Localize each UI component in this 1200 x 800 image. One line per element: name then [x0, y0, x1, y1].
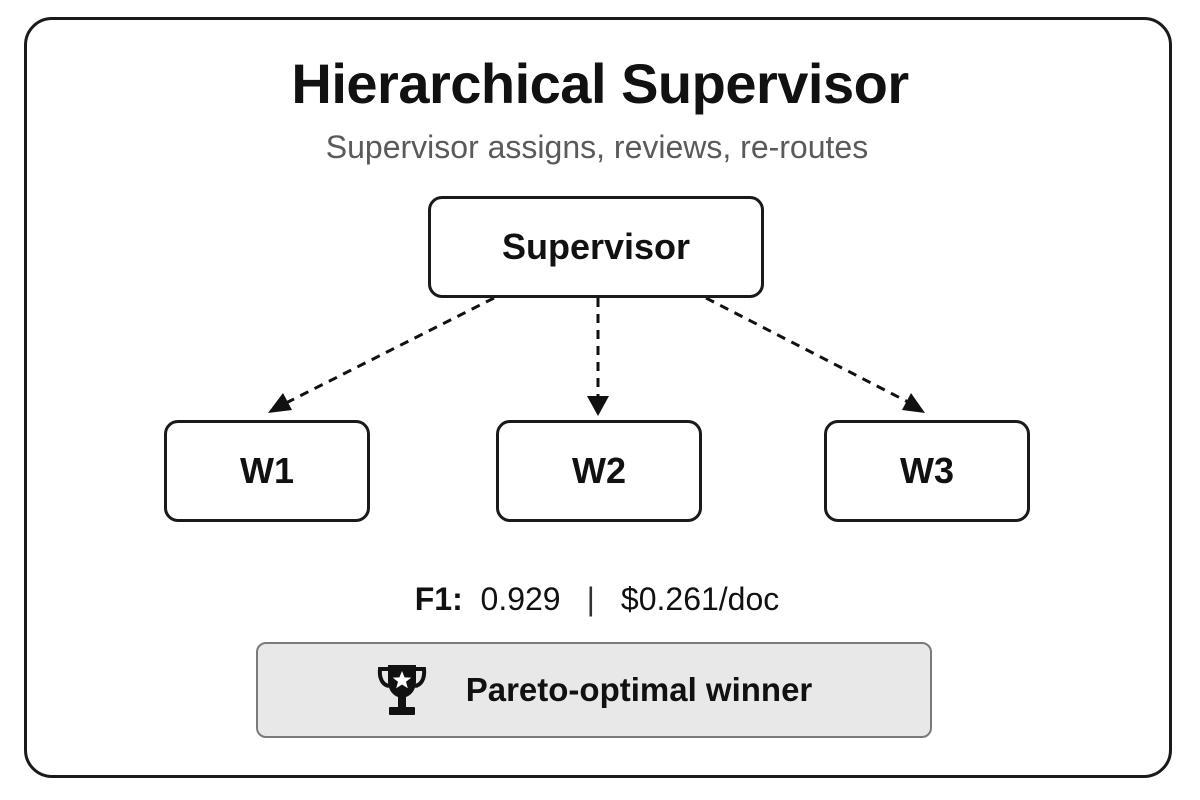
worker-label-w3: W3: [900, 450, 954, 491]
worker-node-w3: W3: [824, 420, 1030, 522]
metrics-line: F1: 0.929 | $0.261/doc: [0, 578, 1194, 620]
page-subtitle: Supervisor assigns, reviews, re-routes: [325, 129, 869, 165]
winner-label: Pareto-optimal winner: [465, 671, 813, 708]
page-title: Hierarchical Supervisor: [291, 52, 909, 115]
worker-node-w2: W2: [496, 420, 702, 522]
worker-node-w1: W1: [164, 420, 370, 522]
f1-label: F1:: [414, 581, 463, 617]
winner-badge: Pareto-optimal winner: [256, 642, 932, 738]
worker-label-w2: W2: [572, 450, 626, 491]
f1-value: 0.929: [480, 581, 561, 617]
supervisor-node: Supervisor: [428, 196, 764, 298]
supervisor-label: Supervisor: [501, 226, 691, 267]
cost-per-doc: $0.261/doc: [620, 581, 780, 617]
worker-label-w1: W1: [240, 450, 294, 491]
metrics-separator: |: [586, 581, 595, 617]
trophy-icon: [377, 665, 426, 715]
